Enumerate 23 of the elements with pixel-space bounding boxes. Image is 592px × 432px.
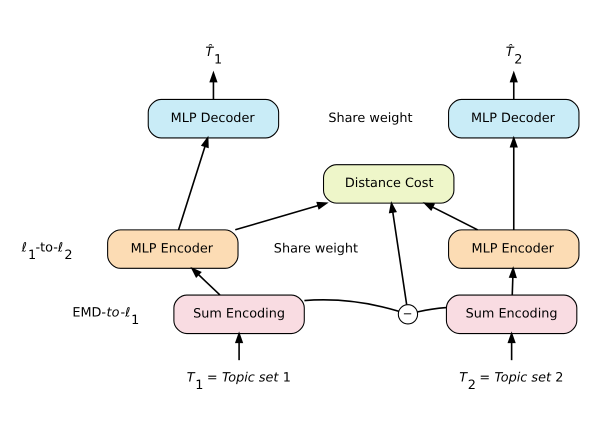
connector [418, 306, 446, 312]
arrow [508, 330, 516, 360]
node-circle: − [398, 304, 418, 324]
arrow [388, 200, 408, 304]
label: Share weight [328, 110, 413, 126]
arrow [422, 202, 478, 230]
connector [304, 298, 399, 312]
node-box: MLP Encoder [107, 228, 239, 268]
node-box: Distance Cost [322, 164, 454, 204]
node-box: Sum Encoding [173, 294, 305, 334]
arrow [510, 70, 518, 99]
arrow [510, 135, 518, 230]
arrow [209, 70, 218, 99]
arrow [235, 201, 329, 230]
arrow [190, 266, 220, 296]
arrow [234, 330, 244, 360]
node-box: MLP Encoder [448, 228, 580, 268]
arrow [508, 266, 517, 294]
node-box: MLP Decoder [148, 98, 280, 138]
label: Share weight [274, 240, 358, 256]
node-box: Sum Encoding [446, 294, 578, 334]
node-box: MLP Decoder [448, 98, 580, 138]
arrow [178, 135, 209, 230]
